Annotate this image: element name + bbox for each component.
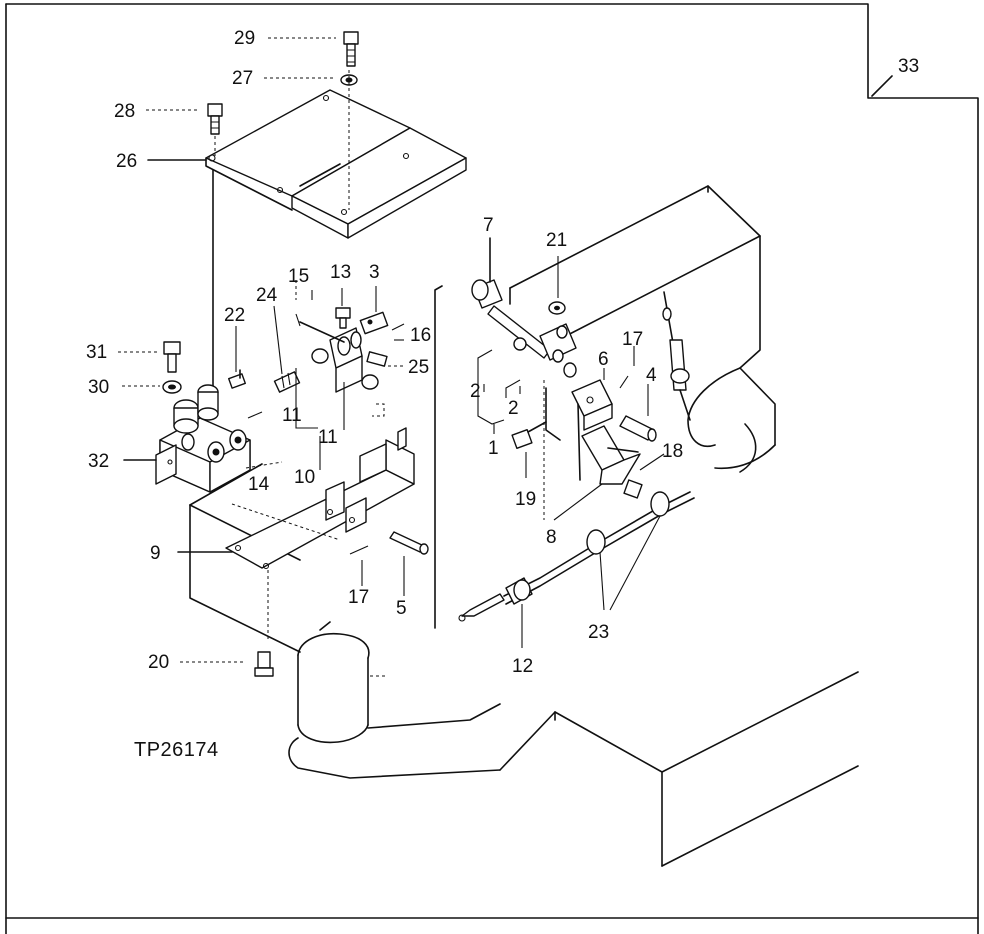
callout-25: 25 <box>408 357 429 378</box>
callout-8: 8 <box>546 527 557 548</box>
callout-16: 16 <box>410 325 431 346</box>
callout-20: 20 <box>148 652 169 673</box>
callout-26: 26 <box>116 151 137 172</box>
callout-30: 30 <box>88 377 109 398</box>
lever-hub <box>513 323 577 378</box>
machine-frame <box>5 3 979 934</box>
callout-19: 19 <box>515 489 536 510</box>
callout-12: 12 <box>512 656 533 677</box>
control-valve <box>155 384 251 493</box>
callout-15: 15 <box>288 266 309 287</box>
clevis-3 <box>359 311 389 335</box>
callout-2-a: 2 <box>470 381 481 402</box>
callout-11-a: 11 <box>282 405 302 426</box>
callout-10: 10 <box>294 467 315 488</box>
callout-22: 22 <box>224 305 245 326</box>
callout-11-b: 11 <box>318 427 338 448</box>
callout-4: 4 <box>646 365 657 386</box>
bolt-29 <box>343 31 359 67</box>
callout-5: 5 <box>396 598 407 619</box>
pin-4 <box>619 415 657 442</box>
callout-24: 24 <box>256 285 278 306</box>
fitting-22 <box>228 369 246 389</box>
callout-17-a: 17 <box>622 329 643 350</box>
bracket-6 <box>571 379 613 431</box>
control-cable-upper <box>662 291 691 421</box>
bolt-28 <box>207 103 223 135</box>
fitting-18 <box>623 479 643 499</box>
callouts: 29 27 28 26 33 7 21 15 13 3 24 22 16 31 … <box>86 28 919 761</box>
callout-1: 1 <box>488 438 499 459</box>
callout-21: 21 <box>546 230 567 251</box>
callout-32: 32 <box>88 451 109 472</box>
callout-3: 3 <box>369 262 380 283</box>
callout-23: 23 <box>588 622 609 643</box>
fitting-24 <box>273 371 301 393</box>
callout-33: 33 <box>898 56 919 77</box>
bolt-31 <box>163 341 181 373</box>
pin-25 <box>366 351 388 367</box>
callout-7: 7 <box>483 215 494 236</box>
bushing-11 <box>311 348 379 390</box>
callout-29: 29 <box>234 28 255 49</box>
callout-18: 18 <box>662 441 683 462</box>
bolt-19 <box>511 421 547 450</box>
lever-knob-7 <box>471 279 551 359</box>
bracket-8 <box>581 425 641 485</box>
callout-2-b: 2 <box>508 398 519 419</box>
cover-plate <box>205 89 467 239</box>
callout-13: 13 <box>330 262 351 283</box>
callout-6: 6 <box>598 349 609 370</box>
control-cable-12 <box>458 491 695 622</box>
nut-21 <box>548 301 566 315</box>
figure-reference: TP26174 <box>134 739 219 761</box>
callout-9: 9 <box>150 543 161 564</box>
washer-30 <box>162 380 182 394</box>
callout-27: 27 <box>232 68 253 89</box>
callout-31: 31 <box>86 342 107 363</box>
callout-28: 28 <box>114 101 135 122</box>
pin-5 <box>389 531 429 555</box>
callout-14: 14 <box>248 474 270 495</box>
screw-13 <box>335 307 351 329</box>
mounting-bracket <box>225 427 415 640</box>
leader-lines <box>118 37 893 663</box>
callout-17-b: 17 <box>348 587 369 608</box>
bolt-20 <box>254 651 274 677</box>
lever-bracket <box>299 321 363 393</box>
